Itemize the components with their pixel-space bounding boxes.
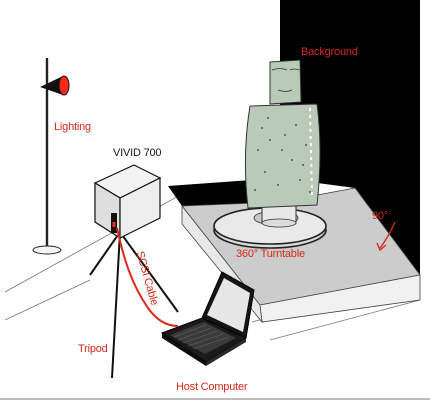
lighting-label: Lighting (54, 121, 91, 133)
tripod-icon (89, 231, 179, 379)
host-computer-label: Host Computer (176, 381, 248, 393)
statue-figure-icon (244, 59, 321, 228)
scanner-box-icon (93, 164, 162, 240)
angle-arrow-icon (376, 221, 396, 252)
turntable-label: 360° Turntable (236, 248, 305, 260)
scsi-cable-icon (116, 227, 179, 327)
laptop-icon (160, 271, 255, 366)
angle-label: 90° (372, 210, 389, 222)
tripod-label: Tripod (78, 343, 108, 355)
background-label: Background (301, 46, 358, 58)
bottom-divider (0, 398, 430, 400)
spotlight-icon (32, 58, 70, 255)
scanner-label: VIVID 700 (113, 147, 162, 159)
